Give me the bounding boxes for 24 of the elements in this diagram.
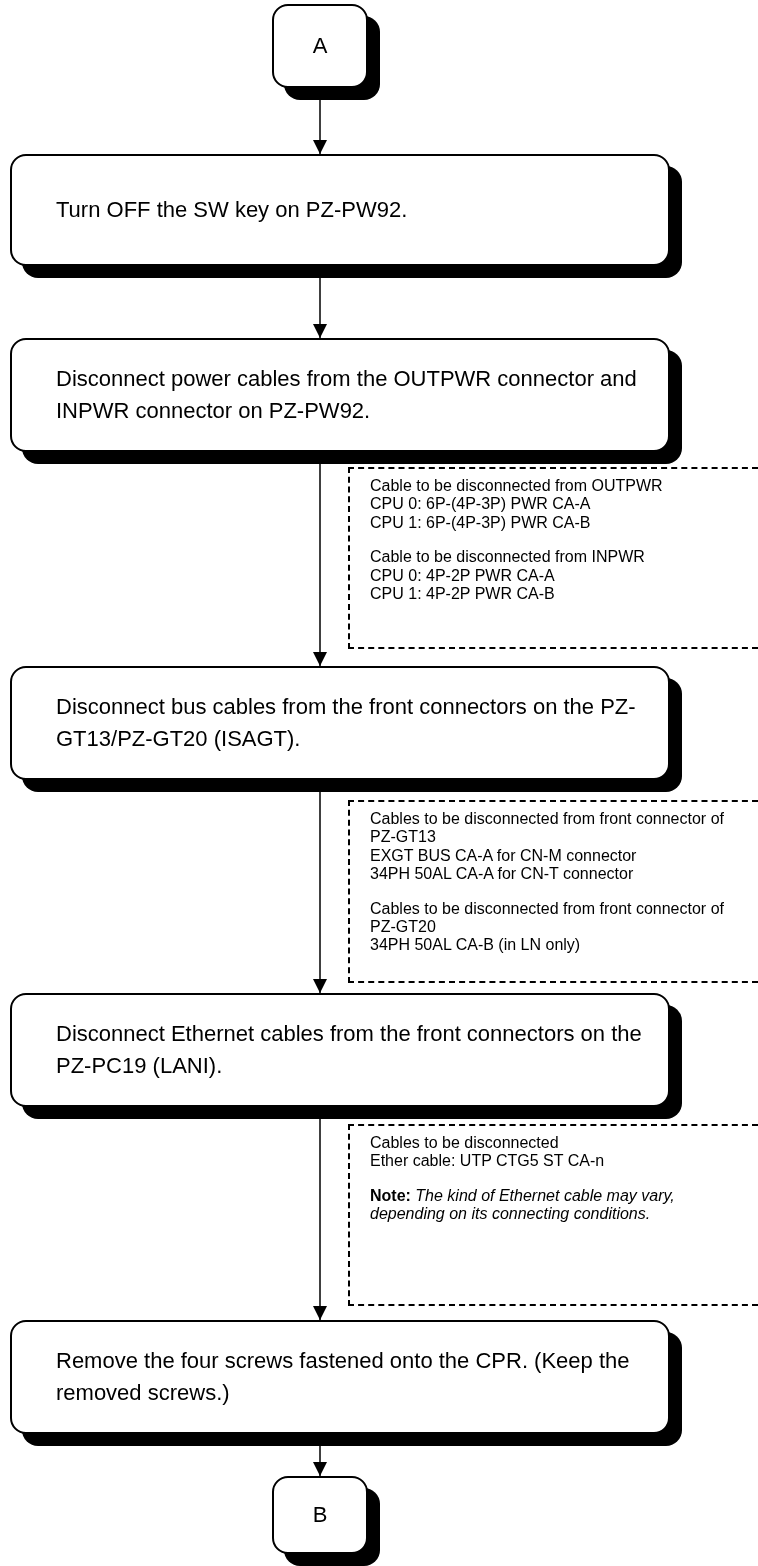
terminal-label: B (312, 1501, 328, 1530)
step-text: Turn OFF the SW key on PZ-PW92. (56, 196, 408, 225)
note-text: CPU 1: 4P-2P PWR CA-B (370, 584, 555, 604)
note-bracket (348, 800, 758, 983)
note-text: Cable to be disconnected from OUTPWR (370, 477, 663, 496)
step-text: Disconnect bus cables from the front connectors on the PZ-GT13/PZ-GT20 (ISAGT). (56, 693, 637, 753)
note-text: 34PH 50AL CA-B (in LN only) (370, 936, 581, 955)
note-text: CPU 0: 6P-(4P-3P) PWR CA-A (370, 495, 591, 514)
note-text: CPU 0: 4P-2P PWR CA-A (370, 566, 555, 585)
note-bracket (348, 467, 758, 649)
note-text: Cables to be disconnected from front connector of PZ-GT13 (370, 810, 725, 847)
note-text: CPU 1: 6P-(4P-3P) PWR CA-B (370, 513, 591, 533)
note-text: Note: The kind of Ethernet cable may vary, depending on its connecting conditions. (370, 1186, 676, 1224)
note-text: 34PH 50AL CA-A for CN-T connector (370, 865, 634, 884)
note-text: Ether cable: UTP CTG5 ST CA-n (370, 1152, 605, 1171)
note-text: Cables to be disconnected from front connector of PZ-GT20 (370, 899, 725, 937)
step-text: Disconnect power cables from the OUTPWR connector and INPWR connector on PZ-PW92. (56, 365, 638, 425)
step-text: Disconnect Ethernet cables from the front connectors on the PZ-PC19 (LANI). (56, 1020, 643, 1080)
note-text: EXGT BUS CA-A for CN-M connector (370, 846, 637, 866)
note-bracket (348, 1124, 758, 1306)
note-text: Cables to be disconnected (370, 1134, 559, 1153)
terminal-label: A (312, 32, 328, 61)
step-text: Remove the four screws fastened onto the CPR. (Keep the removed screws.) (56, 1347, 631, 1407)
note-text: Cable to be disconnected from INPWR (370, 548, 645, 567)
